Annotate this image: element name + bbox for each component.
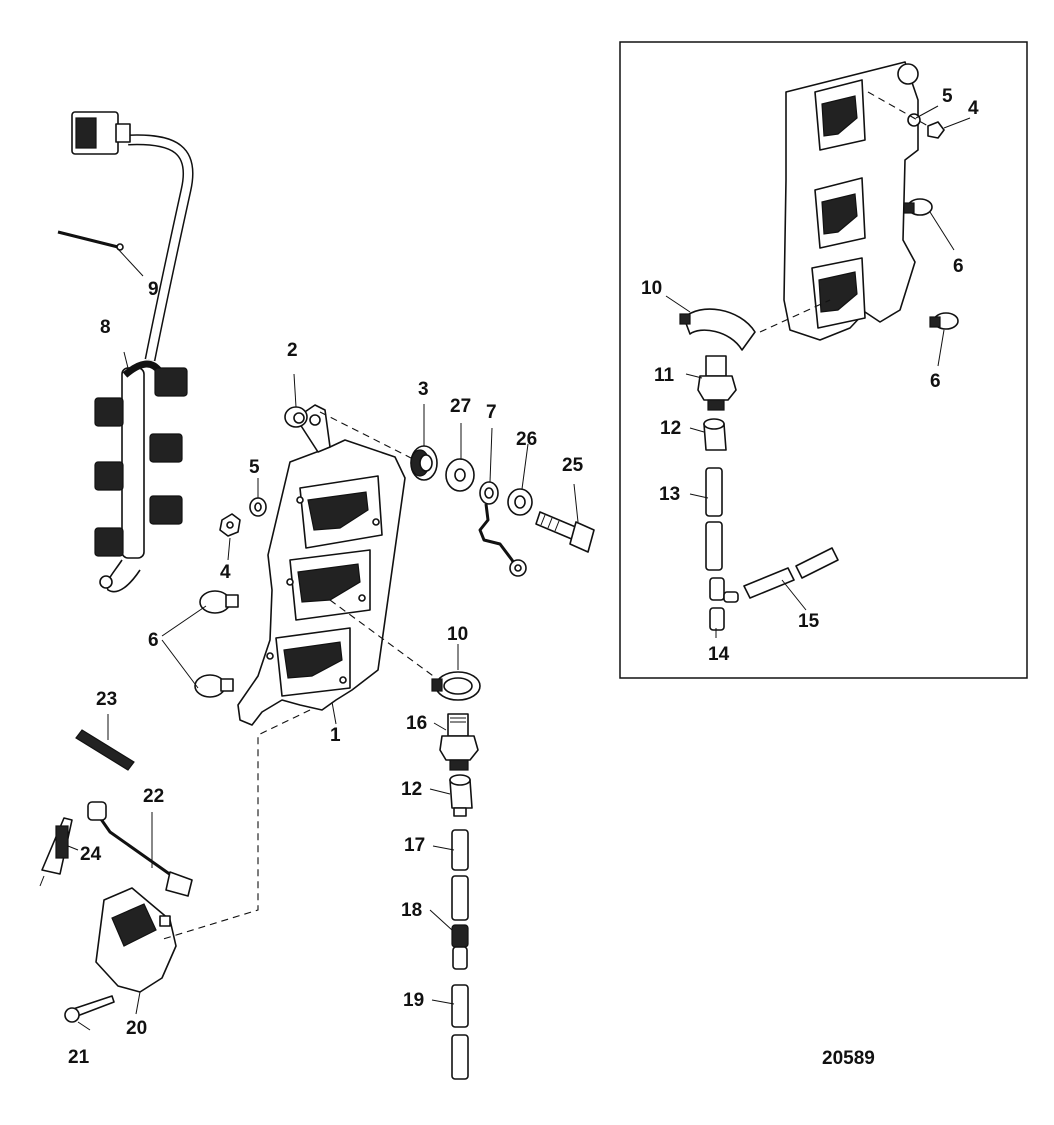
inset-callout-13: 13 bbox=[659, 484, 680, 505]
callout-19: 19 bbox=[403, 990, 424, 1011]
callout-24: 24 bbox=[80, 844, 102, 865]
washer-27 bbox=[445, 458, 475, 492]
bolt-25 bbox=[535, 511, 595, 553]
inset-callout-4: 4 bbox=[968, 98, 979, 119]
cable-tie bbox=[57, 230, 144, 277]
connector-18 bbox=[451, 924, 469, 970]
figure-number: 20589 bbox=[822, 1048, 875, 1069]
leader-lines bbox=[67, 105, 971, 1031]
callout-1: 1 bbox=[330, 725, 341, 746]
washer-26 bbox=[507, 488, 533, 516]
callout-labels: 1 2 3 27 7 26 25 5 4 6 8 9 10 16 12 17 1… bbox=[68, 86, 979, 1069]
callout-23: 23 bbox=[96, 689, 117, 710]
inset-callout-5: 5 bbox=[942, 86, 953, 107]
ground-lead-7 bbox=[478, 481, 527, 577]
callout-16: 16 bbox=[406, 713, 427, 734]
washer-5 bbox=[249, 497, 267, 517]
clamp-6 bbox=[194, 590, 239, 698]
callout-18: 18 bbox=[401, 900, 422, 921]
callout-5: 5 bbox=[249, 457, 260, 478]
spark-plug-24 bbox=[39, 817, 73, 887]
inset-callout-15: 15 bbox=[798, 611, 820, 632]
callout-6: 6 bbox=[148, 630, 159, 651]
spring-23 bbox=[75, 729, 135, 771]
fitting-12 bbox=[449, 774, 473, 817]
callout-3: 3 bbox=[418, 379, 429, 400]
inset-callout-6a: 6 bbox=[953, 256, 964, 277]
callout-27: 27 bbox=[450, 396, 471, 417]
coil-bracket bbox=[237, 404, 406, 726]
clamp-10 bbox=[431, 671, 481, 701]
callout-4: 4 bbox=[220, 562, 231, 583]
inset-callout-12: 12 bbox=[660, 418, 681, 439]
callout-2: 2 bbox=[287, 340, 298, 361]
callout-10: 10 bbox=[447, 624, 468, 645]
sensor-16 bbox=[439, 713, 479, 771]
callout-22: 22 bbox=[143, 786, 164, 807]
callout-17: 17 bbox=[404, 835, 425, 856]
inset-panel bbox=[619, 41, 1028, 679]
callout-8: 8 bbox=[100, 317, 111, 338]
inset-callout-6b: 6 bbox=[930, 371, 941, 392]
callout-7: 7 bbox=[486, 402, 497, 423]
spark-plug-lead-22 bbox=[87, 801, 193, 897]
wiring-harness bbox=[71, 111, 194, 593]
inset-callout-14: 14 bbox=[708, 644, 730, 665]
alignment-lines bbox=[159, 411, 437, 941]
callout-12: 12 bbox=[401, 779, 422, 800]
hose-17 bbox=[451, 829, 469, 921]
bushing-2 bbox=[284, 406, 308, 428]
ignition-coil-20 bbox=[95, 887, 177, 993]
callout-9: 9 bbox=[148, 279, 159, 300]
grommet-3 bbox=[410, 445, 438, 481]
screw-21 bbox=[64, 995, 115, 1023]
callout-20: 20 bbox=[126, 1018, 147, 1039]
callout-25: 25 bbox=[562, 455, 584, 476]
inset-callout-11: 11 bbox=[654, 365, 675, 386]
inset-callout-10: 10 bbox=[641, 278, 662, 299]
callout-21: 21 bbox=[68, 1047, 90, 1068]
callout-26: 26 bbox=[516, 429, 537, 450]
hose-19 bbox=[451, 984, 469, 1080]
nut-4 bbox=[219, 513, 241, 537]
